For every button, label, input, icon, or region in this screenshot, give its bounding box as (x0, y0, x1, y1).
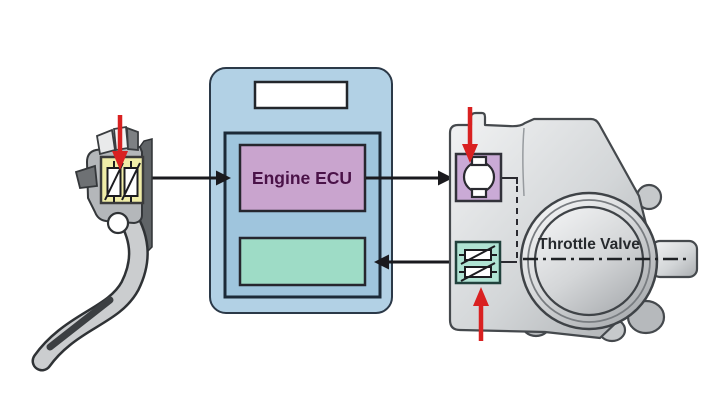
throttle-sensor-red-arrow-icon (473, 287, 489, 341)
throttle-valve-label: Throttle Valve (538, 236, 640, 253)
engine-ecu-label: Engine ECU (252, 168, 352, 188)
throttle-motor-red-arrow-icon (462, 107, 478, 163)
potentiometer-icon (121, 161, 141, 202)
accelerator-pedal-assembly (31, 115, 153, 372)
throttle-bore (533, 205, 645, 317)
pedal-sensor-red-arrow-icon (112, 115, 128, 170)
potentiometer-icon (459, 245, 497, 265)
potentiometer-icon (459, 262, 497, 282)
pedal-connector-tab (95, 128, 117, 156)
pedal-bracket-tab (126, 126, 139, 151)
signal-arrow-ecu-to-motor (366, 170, 453, 186)
casting-seam-line (522, 127, 525, 197)
throttle-bore-ring (527, 199, 651, 323)
ecu-driver-stage-box (238, 236, 367, 287)
throttle-body: Throttle Valve (448, 107, 699, 343)
ecu-connector-slot (253, 80, 349, 110)
pedal-pad-edge (46, 296, 114, 351)
signal-arrow-icon (438, 170, 453, 186)
engine-ecu-module: Engine ECU (209, 67, 393, 314)
pedal-hinge-notch (106, 211, 130, 235)
signal-arrow-sensor-to-ecu (374, 254, 456, 270)
signal-arrow-icon (374, 254, 389, 270)
pedal-arm (31, 199, 149, 372)
motor-linkage-line (501, 177, 518, 184)
signal-arrow-pedal-to-ecu (148, 170, 231, 186)
engine-ecu-box (238, 143, 367, 213)
signal-arrow-icon (216, 170, 231, 186)
pedal-connector-lug (74, 164, 98, 189)
dc-motor-icon (462, 155, 496, 199)
